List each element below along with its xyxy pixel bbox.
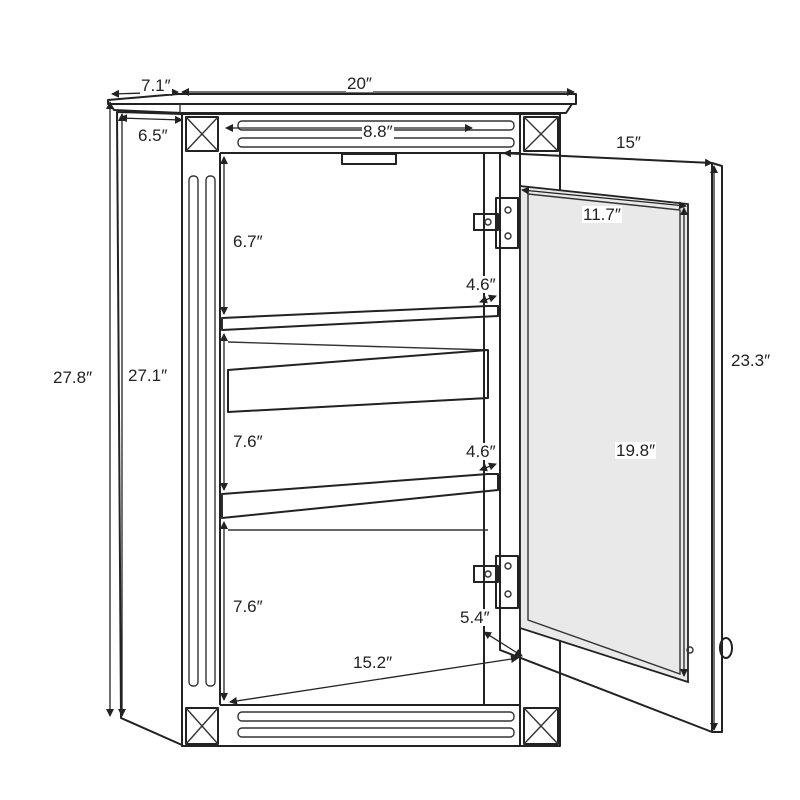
label-body-height: 27.1″	[127, 366, 169, 385]
label-middle-compartment-height: 7.6″	[232, 432, 264, 451]
fluted-details	[188, 120, 515, 738]
door-knob	[719, 637, 733, 659]
label-door-height: 23.3″	[730, 351, 772, 370]
label-inner-width: 15.2″	[352, 653, 394, 672]
label-door-width: 15″	[615, 133, 642, 152]
hinges	[473, 197, 519, 609]
cabinet-side-panel	[116, 111, 183, 746]
dimension-lines	[106, 88, 718, 731]
cabinet-interior	[227, 153, 489, 705]
label-top-compartment-height: 6.7″	[232, 232, 264, 251]
label-mirror-height: 19.8″	[615, 441, 657, 460]
corner-rosettes	[185, 116, 559, 745]
magnetic-catch	[341, 153, 397, 165]
mirror-panel	[519, 184, 689, 684]
crown-moulding	[107, 93, 577, 114]
label-mirror-width: 11.7″	[582, 205, 622, 224]
lower-hinge	[473, 555, 519, 609]
label-inner-depth: 6.5″	[137, 126, 169, 145]
label-lower-shelf-depth: 4.6″	[465, 442, 497, 461]
upper-hinge	[473, 197, 519, 249]
label-cabinet-depth: 7.1″	[140, 76, 172, 95]
label-top-width: 20″	[346, 74, 373, 93]
label-bottom-depth: 5.4″	[459, 608, 491, 627]
label-upper-shelf-depth: 4.6″	[465, 275, 497, 294]
shelves	[221, 305, 499, 519]
label-header-opening-width: 8.8″	[362, 122, 394, 141]
label-total-height: 27.8″	[52, 368, 94, 387]
label-bottom-compartment-height: 7.6″	[232, 597, 264, 616]
